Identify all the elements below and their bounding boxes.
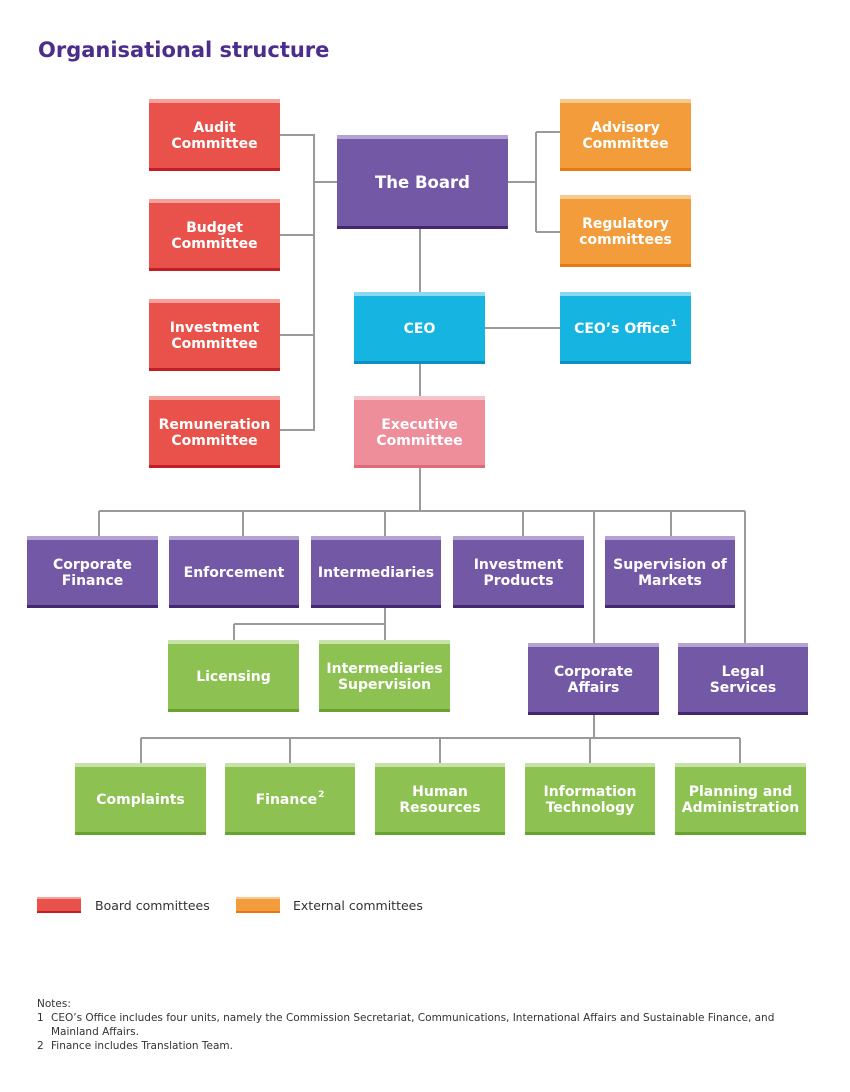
note-1-number: 1 xyxy=(37,1012,44,1024)
legal-services-box: Legal Services xyxy=(678,643,808,715)
human-resources-label: Human Resources xyxy=(399,783,481,816)
intermediaries-supervision-box: Intermediaries Supervision xyxy=(319,640,450,712)
planning-and-administration-box: Planning and Administration xyxy=(675,763,806,835)
notes: Notes: 1 CEO’s Office includes four unit… xyxy=(37,997,815,1053)
ceos-office-box: CEO’s Office1 xyxy=(560,292,691,364)
legend-board-committees-label: Board committees xyxy=(95,898,210,913)
finance-label: Finance2 xyxy=(255,789,325,808)
supervision-of-markets-box: Supervision of Markets xyxy=(605,536,735,608)
information-technology-label: Information Technology xyxy=(543,783,637,816)
finance-box: Finance2 xyxy=(225,763,355,835)
supervision-of-markets-label: Supervision of Markets xyxy=(613,556,727,589)
finance-note-ref: 2 xyxy=(318,789,325,800)
information-technology-box: Information Technology xyxy=(525,763,655,835)
human-resources-box: Human Resources xyxy=(375,763,505,835)
notes-heading: Notes: xyxy=(37,998,71,1010)
note-2: 2 Finance includes Translation Team. xyxy=(37,1039,815,1053)
investment-committee-box: Investment Committee xyxy=(149,299,280,371)
budget-committee-box: Budget Committee xyxy=(149,199,280,271)
the-board-box: The Board xyxy=(337,135,508,229)
executive-committee-box: Executive Committee xyxy=(354,396,485,468)
complaints-box: Complaints xyxy=(75,763,206,835)
ceos-office-label: CEO’s Office1 xyxy=(574,318,677,337)
licensing-box: Licensing xyxy=(168,640,299,712)
investment-committee-label: Investment Committee xyxy=(169,319,260,352)
page-title: Organisational structure xyxy=(38,38,330,62)
enforcement-label: Enforcement xyxy=(183,564,285,581)
legend-board-committees-swatch xyxy=(37,897,81,913)
corporate-finance-box: Corporate Finance xyxy=(27,536,158,608)
advisory-committee-box: Advisory Committee xyxy=(560,99,691,171)
intermediaries-supervision-label: Intermediaries Supervision xyxy=(326,660,443,693)
legend-external-committees-label: External committees xyxy=(293,898,423,913)
audit-committee-box: Audit Committee xyxy=(149,99,280,171)
corporate-affairs-label: Corporate Affairs xyxy=(554,663,633,696)
legend-external-committees-swatch xyxy=(236,897,280,913)
licensing-label: Licensing xyxy=(196,668,271,685)
corporate-finance-label: Corporate Finance xyxy=(53,556,132,589)
ceos-office-note-ref: 1 xyxy=(670,318,677,329)
executive-committee-label: Executive Committee xyxy=(376,416,463,449)
note-2-text: Finance includes Translation Team. xyxy=(51,1040,233,1052)
advisory-committee-label: Advisory Committee xyxy=(582,119,669,152)
the-board-label: The Board xyxy=(375,172,470,192)
complaints-label: Complaints xyxy=(96,791,185,808)
remuneration-committee-label: Remuneration Committee xyxy=(158,416,271,449)
corporate-affairs-box: Corporate Affairs xyxy=(528,643,659,715)
note-2-number: 2 xyxy=(37,1040,44,1052)
audit-committee-label: Audit Committee xyxy=(171,119,258,152)
ceos-office-text: CEO’s Office xyxy=(574,320,670,337)
enforcement-box: Enforcement xyxy=(169,536,299,608)
finance-text: Finance xyxy=(255,791,318,808)
ceo-label: CEO xyxy=(403,320,436,337)
budget-committee-label: Budget Committee xyxy=(171,219,258,252)
remuneration-committee-box: Remuneration Committee xyxy=(149,396,280,468)
investment-products-label: Investment Products xyxy=(473,556,564,589)
legal-services-label: Legal Services xyxy=(709,663,777,696)
ceo-box: CEO xyxy=(354,292,485,364)
regulatory-committees-box: Regulatory committees xyxy=(560,195,691,267)
regulatory-committees-label: Regulatory committees xyxy=(579,215,672,248)
planning-and-administration-label: Planning and Administration xyxy=(681,783,800,816)
note-1-text: CEO’s Office includes four units, namely… xyxy=(51,1012,775,1038)
investment-products-box: Investment Products xyxy=(453,536,584,608)
intermediaries-label: Intermediaries xyxy=(317,564,435,581)
note-1: 1 CEO’s Office includes four units, name… xyxy=(37,1011,815,1039)
intermediaries-box: Intermediaries xyxy=(311,536,441,608)
